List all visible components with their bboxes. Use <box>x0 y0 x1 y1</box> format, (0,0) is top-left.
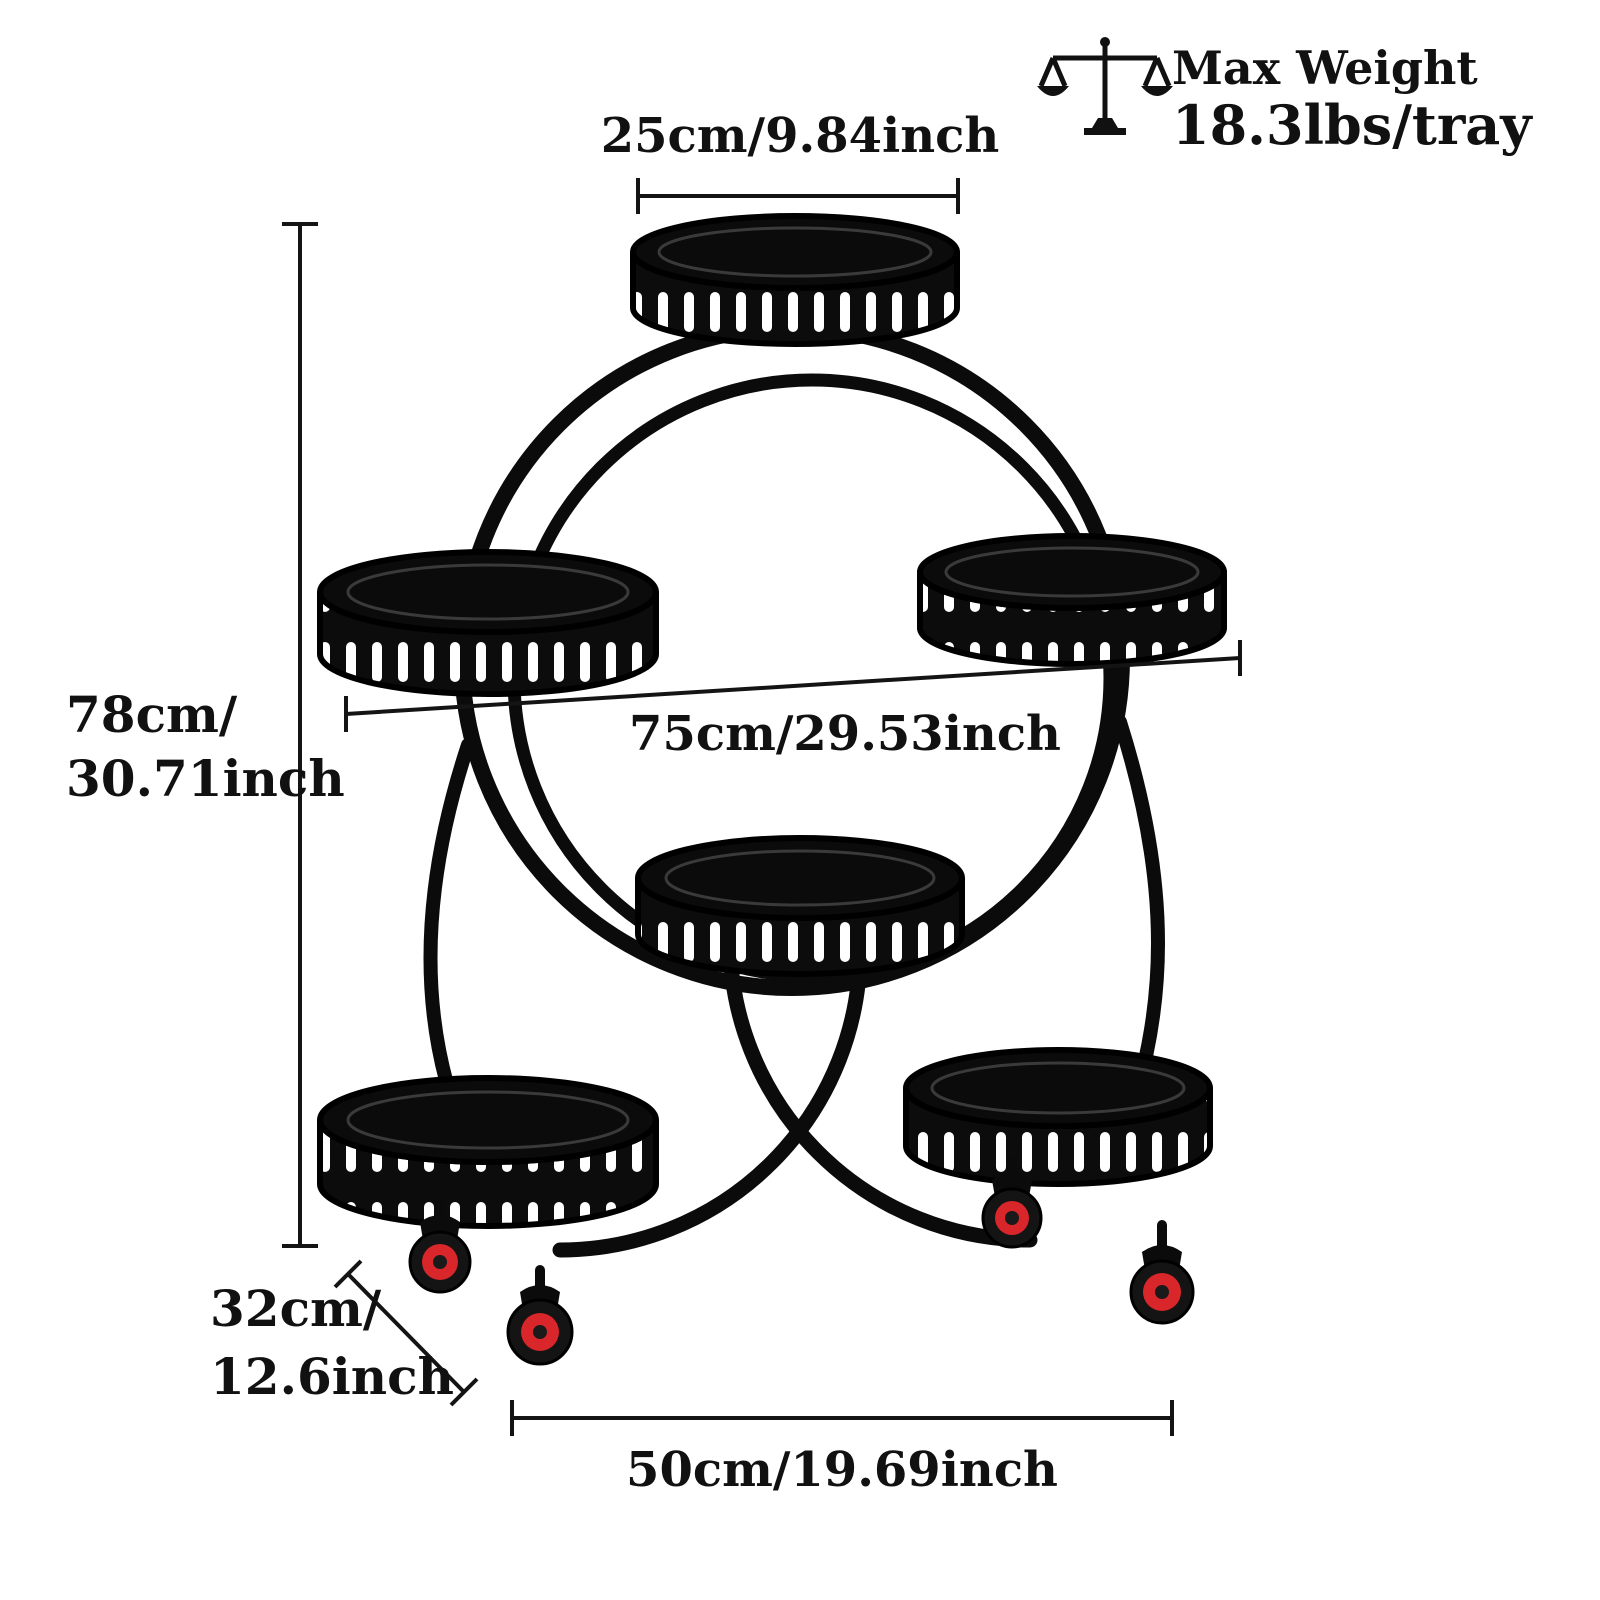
dimension-base-width-line <box>510 1400 1174 1436</box>
caster-wheel <box>408 1200 472 1294</box>
dimension-depth-label-line2: 12.6inch <box>210 1347 454 1406</box>
tray-bottom-right <box>903 1047 1213 1187</box>
dimension-height-label-line1: 78cm/ <box>66 685 238 744</box>
tray-middle-left <box>317 549 659 697</box>
max-weight-value: 18.3lbs/tray <box>1172 93 1533 157</box>
max-weight-label: Max Weight <box>1172 41 1478 95</box>
dimension-top-width-label: 25cm/9.84inch <box>601 108 1000 164</box>
leg-arc-right <box>722 932 1038 1248</box>
dimension-depth-label-line1: 32cm/ <box>210 1279 382 1338</box>
balance-scale-icon <box>1037 37 1173 135</box>
caster-wheel <box>981 1158 1043 1249</box>
caster-wheel <box>506 1270 574 1366</box>
dimension-annotations <box>282 178 1242 1436</box>
dimension-height-line <box>282 222 318 1248</box>
tray-bottom-left <box>317 1075 659 1229</box>
tray-center <box>635 835 965 977</box>
plant-stand <box>317 213 1227 1366</box>
tray-middle-right <box>917 533 1227 667</box>
dimension-height-label-line2: 30.71inch <box>66 749 345 808</box>
leg-arc-left <box>552 942 868 1258</box>
max-weight-badge: Max Weight 18.3lbs/tray <box>1037 37 1533 157</box>
caster-wheel <box>1129 1230 1195 1325</box>
dimension-depth-line <box>333 1259 479 1407</box>
dimension-top-width-line <box>636 178 960 214</box>
dimension-middle-width-label: 75cm/29.53inch <box>629 706 1061 762</box>
dimension-base-width-label: 50cm/19.69inch <box>626 1442 1058 1498</box>
tray-top <box>630 213 960 347</box>
dimension-middle-width-line <box>344 640 1242 732</box>
